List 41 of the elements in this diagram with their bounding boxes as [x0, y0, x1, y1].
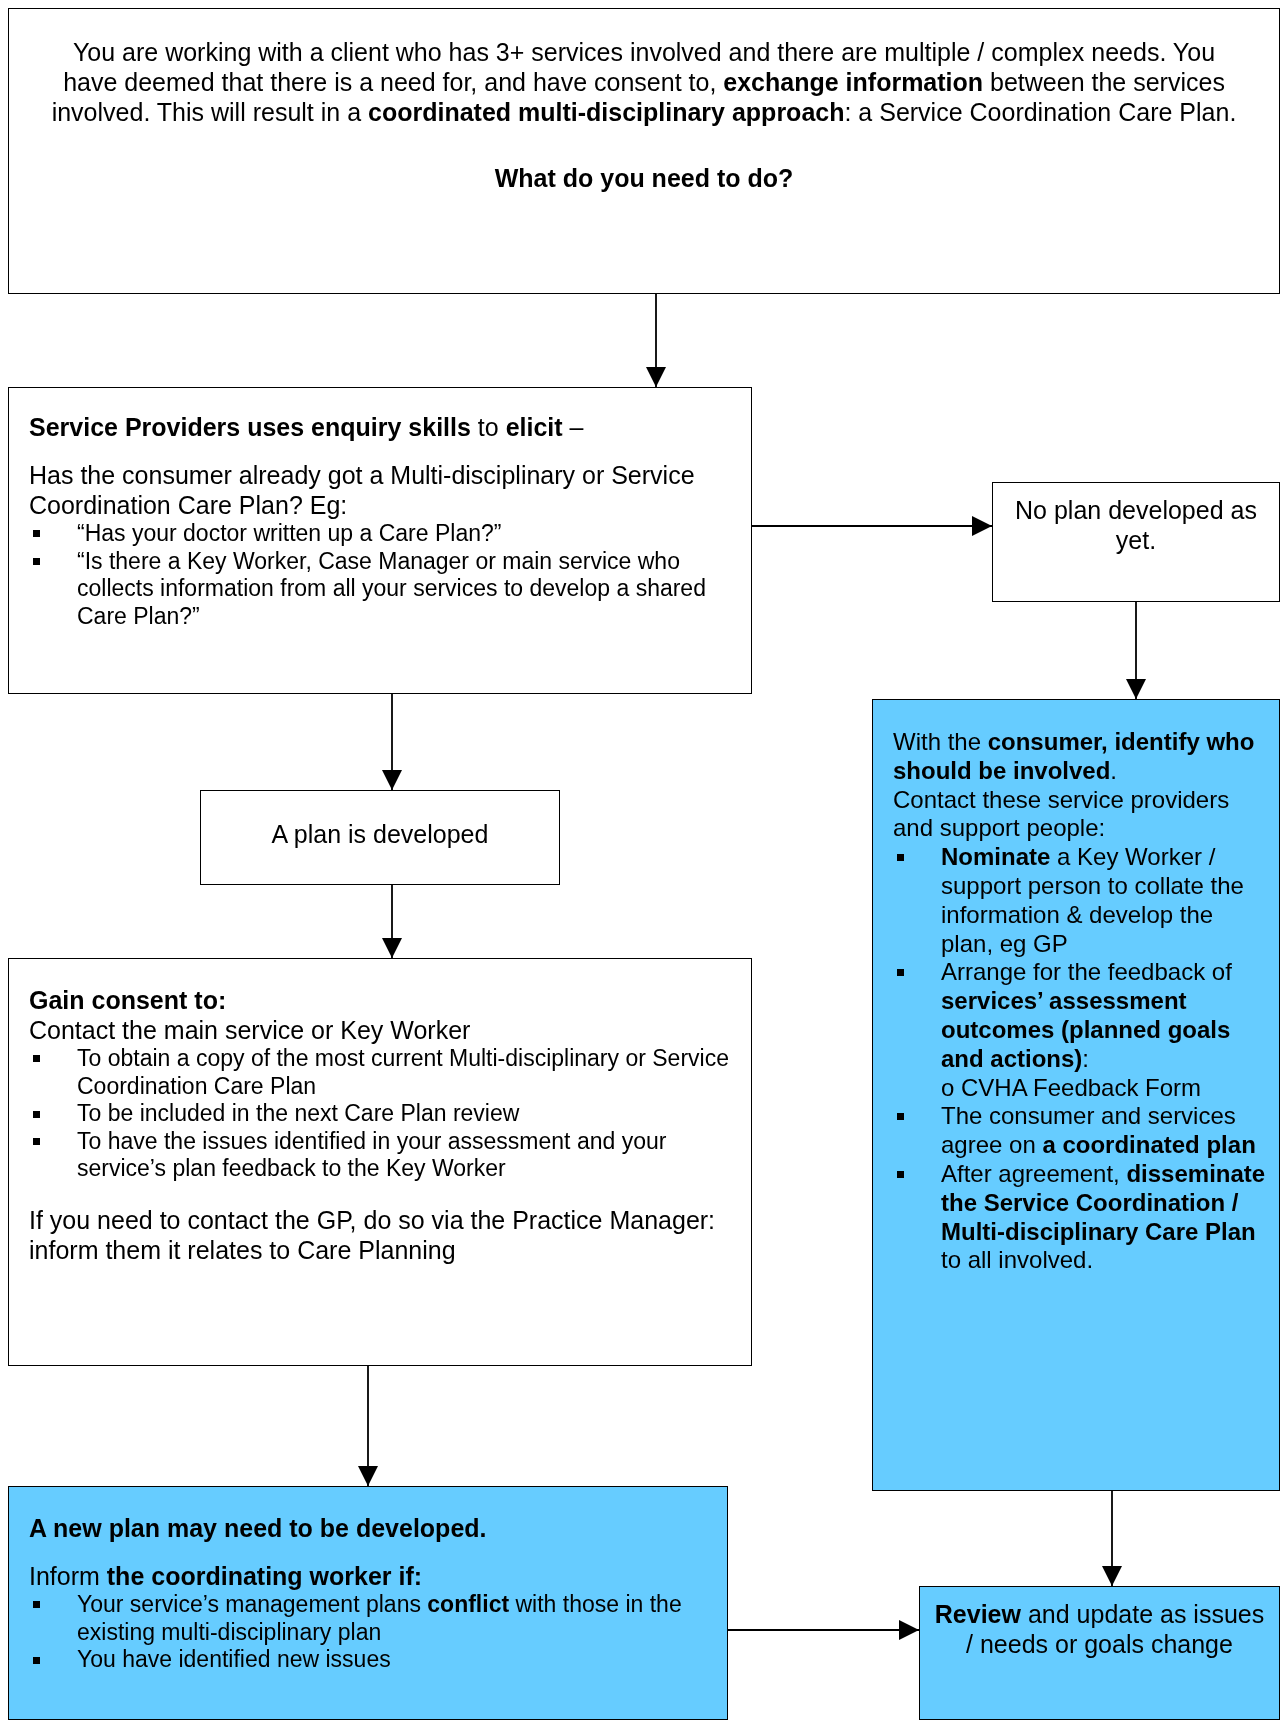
arrow	[1102, 1490, 1122, 1587]
arrow	[358, 1365, 378, 1487]
body-text: If you need to contact the GP, do so via the Practice Manager: inform them it relates to Care Planning	[29, 1204, 717, 1265]
body-text: Review and update as issues / needs or goals change	[934, 1599, 1265, 1659]
process-box	[872, 699, 1280, 1491]
process-box	[8, 958, 752, 1366]
body-text: Contact the main service or Key Worker	[29, 1015, 472, 1045]
list-item-text: “Has your doctor written up a Care Plan?”	[77, 520, 502, 548]
list-item-text: “Is there a Key Worker, Case Manager or main service who collects information from all your services to develop a shared Care Plan?”	[77, 547, 707, 631]
list-item-text: o CVHA Feedback Form	[940, 1073, 1203, 1103]
list-item-text: Arrange for the feedback of services’ assessment outcomes (planned goals and actions):	[941, 958, 1233, 1074]
body-text: Contact these service providers and support people:	[893, 785, 1231, 844]
body-text: Has the consumer already got a Multi-disciplinary or Service Coordination Care Plan? Eg:	[29, 460, 696, 520]
body-text: Service Providers uses enquiry skills to elicit –	[29, 412, 585, 442]
list-item-text: You have identified new issues	[77, 1646, 391, 1674]
arrow	[646, 293, 666, 388]
process-box	[8, 1486, 728, 1720]
list-item-text: Your service’s management plans conflict with those in the existing multi-disciplinary plan	[77, 1591, 683, 1647]
arrow	[751, 516, 993, 536]
arrow	[727, 1620, 920, 1640]
list-item-text: To be included in the next Care Plan review	[77, 1100, 520, 1128]
heading: A new plan may need to be developed.	[29, 1513, 488, 1543]
list-item-text: To obtain a copy of the most current Multi-disciplinary or Service Coordination Care Plan	[77, 1045, 730, 1101]
process-box	[919, 1586, 1280, 1720]
arrow	[382, 693, 402, 791]
heading: Gain consent to:	[29, 985, 228, 1015]
process-box	[8, 387, 752, 694]
process-box	[8, 8, 1280, 294]
body-text: No plan developed as yet.	[1014, 495, 1258, 555]
process-box	[200, 790, 560, 885]
list-item-text: To have the issues identified in your assessment and your service’s plan feedback to the Key Worker	[77, 1127, 668, 1183]
list-item-text: Nominate a Key Worker / support person to collate the information & develop the plan, eg GP	[941, 843, 1245, 959]
arrow	[382, 884, 402, 959]
process-box	[992, 482, 1280, 602]
body-text: You are working with a client who has 3+ services involved and there are multiple / complex needs. You have deemed that there is a need for, and have consent to, exchange information between the services involved. This will result in a coordinated multi-disciplinary approach: a Service Coordination Care Plan.	[50, 37, 1238, 127]
body-text: Inform the coordinating worker if:	[29, 1561, 424, 1591]
body-text: With the consumer, identify who should be involved.	[893, 728, 1256, 786]
body-text: What do you need to do?	[493, 163, 795, 193]
body-text: A plan is developed	[270, 819, 490, 849]
list-item-text: After agreement, disseminate the Service Coordination / Multi-disciplinary Care Plan to all involved.	[941, 1159, 1267, 1276]
arrow	[1126, 601, 1146, 700]
